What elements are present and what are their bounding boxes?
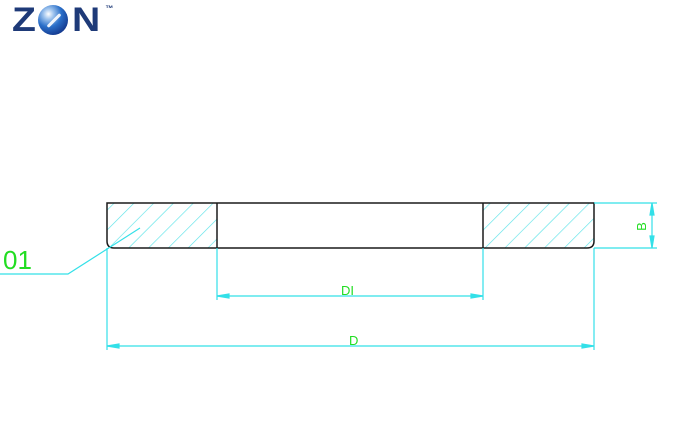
part-number-label: 01 [3, 245, 32, 275]
left-cross-section [107, 203, 217, 248]
part-leader-line [0, 227, 141, 275]
outer-diameter-label: D [349, 333, 359, 348]
washer-outline [106, 202, 595, 249]
right-cross-section [483, 203, 594, 248]
thickness-label: B [633, 222, 649, 231]
trademark-mark: ™ [105, 4, 114, 13]
dimension-lines [0, 202, 657, 350]
zon-logo: Z N ™ [12, 1, 114, 39]
inner-diameter-label: DI [341, 283, 354, 298]
logo-letter-n: N [71, 1, 100, 39]
logo-letter-z: Z [12, 1, 36, 39]
globe-icon [37, 5, 68, 35]
